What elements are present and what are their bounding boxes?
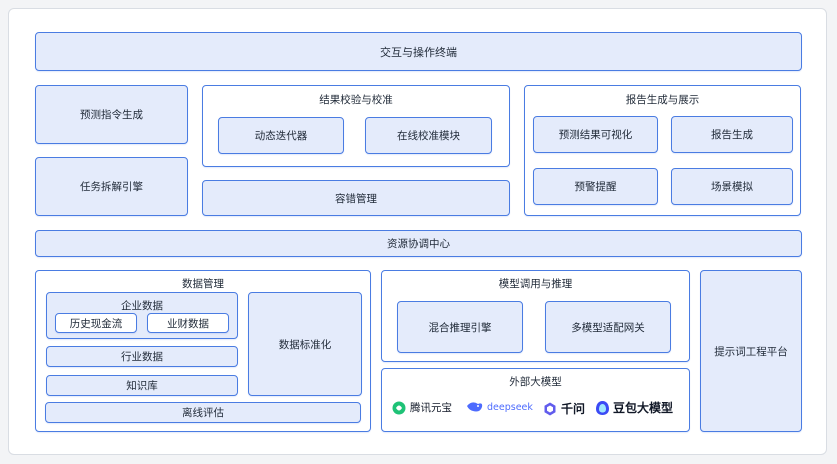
- scenario-simulation-label: 场景模拟: [711, 181, 753, 193]
- prompt-platform-box: 提示词工程平台: [700, 270, 802, 432]
- tencent-yuanbao-icon: [392, 401, 406, 414]
- external-models-title: 外部大模型: [509, 376, 562, 388]
- knowledge-base-label: 知识库: [126, 380, 158, 392]
- industry-data-box: 行业数据: [46, 346, 238, 367]
- prompt-platform-label: 提示词工程平台: [714, 345, 788, 358]
- report-generation-label: 报告生成: [711, 129, 753, 141]
- industry-data-label: 行业数据: [121, 351, 163, 363]
- result-check-title: 结果校验与校准: [319, 94, 393, 106]
- dynamic-iterator-box: 动态迭代器: [218, 117, 344, 154]
- enterprise-data-title: 企业数据: [121, 300, 163, 312]
- online-calibration-box: 在线校准模块: [365, 117, 492, 154]
- online-calibration-label: 在线校准模块: [397, 130, 460, 142]
- tencent-yuanbao-logo: 腾讯元宝: [392, 400, 452, 415]
- report-generation-box: 报告生成: [671, 116, 793, 153]
- early-warning-label: 预警提醒: [574, 181, 617, 193]
- offline-evaluation-box: 离线评估: [45, 402, 361, 423]
- business-finance-box: 业财数据: [147, 313, 229, 333]
- history-cashflow-label: 历史现金流: [69, 317, 123, 330]
- resource-coordination-label: 资源协调中心: [387, 238, 450, 250]
- data-standardization-box: 数据标准化: [248, 292, 362, 396]
- hybrid-inference-box: 混合推理引擎: [397, 301, 523, 353]
- data-management-title: 数据管理: [182, 278, 224, 290]
- task-split-engine-box: 任务拆解引擎: [35, 157, 188, 216]
- resource-coordination-bar: 资源协调中心: [35, 230, 802, 257]
- interaction-terminal-bar: 交互与操作终端: [35, 32, 802, 71]
- external-models-group: 外部大模型: [381, 368, 690, 432]
- qianwen-text: 千问: [561, 402, 586, 416]
- offline-evaluation-label: 离线评估: [182, 407, 224, 419]
- doubao-text: 豆包大模型: [613, 401, 674, 415]
- deepseek-text: deepseek: [487, 401, 533, 413]
- fault-tolerance-box: 容错管理: [202, 180, 510, 216]
- report-group-title: 报告生成与展示: [625, 94, 700, 106]
- tencent-yuanbao-text: 腾讯元宝: [410, 402, 452, 414]
- model-gateway-label: 多模型适配网关: [571, 321, 645, 334]
- deepseek-icon: [467, 402, 483, 412]
- fault-tolerance-label: 容错管理: [335, 192, 377, 205]
- data-standardization-label: 数据标准化: [278, 338, 332, 351]
- model-gateway-box: 多模型适配网关: [545, 301, 671, 353]
- doubao-icon: [596, 400, 609, 415]
- scenario-simulation-box: 场景模拟: [671, 168, 793, 205]
- interaction-terminal-label: 交互与操作终端: [380, 45, 457, 59]
- hybrid-inference-label: 混合推理引擎: [428, 321, 492, 334]
- prediction-instruction-label: 预测指令生成: [80, 109, 143, 121]
- qianwen-logo: 千问: [543, 400, 585, 417]
- qianwen-icon: [544, 402, 556, 415]
- result-visualization-box: 预测结果可视化: [533, 116, 658, 153]
- early-warning-box: 预警提醒: [533, 168, 658, 205]
- result-visualization-label: 预测结果可视化: [558, 129, 633, 141]
- deepseek-logo: deepseek: [466, 400, 533, 414]
- history-cashflow-box: 历史现金流: [55, 313, 137, 333]
- business-finance-label: 业财数据: [167, 317, 209, 330]
- model-invocation-title: 模型调用与推理: [498, 278, 573, 290]
- task-split-engine-label: 任务拆解引擎: [80, 181, 143, 193]
- dynamic-iterator-label: 动态迭代器: [254, 130, 308, 142]
- prediction-instruction-box: 预测指令生成: [35, 85, 188, 144]
- knowledge-base-box: 知识库: [46, 375, 238, 396]
- doubao-logo: 豆包大模型: [595, 399, 673, 416]
